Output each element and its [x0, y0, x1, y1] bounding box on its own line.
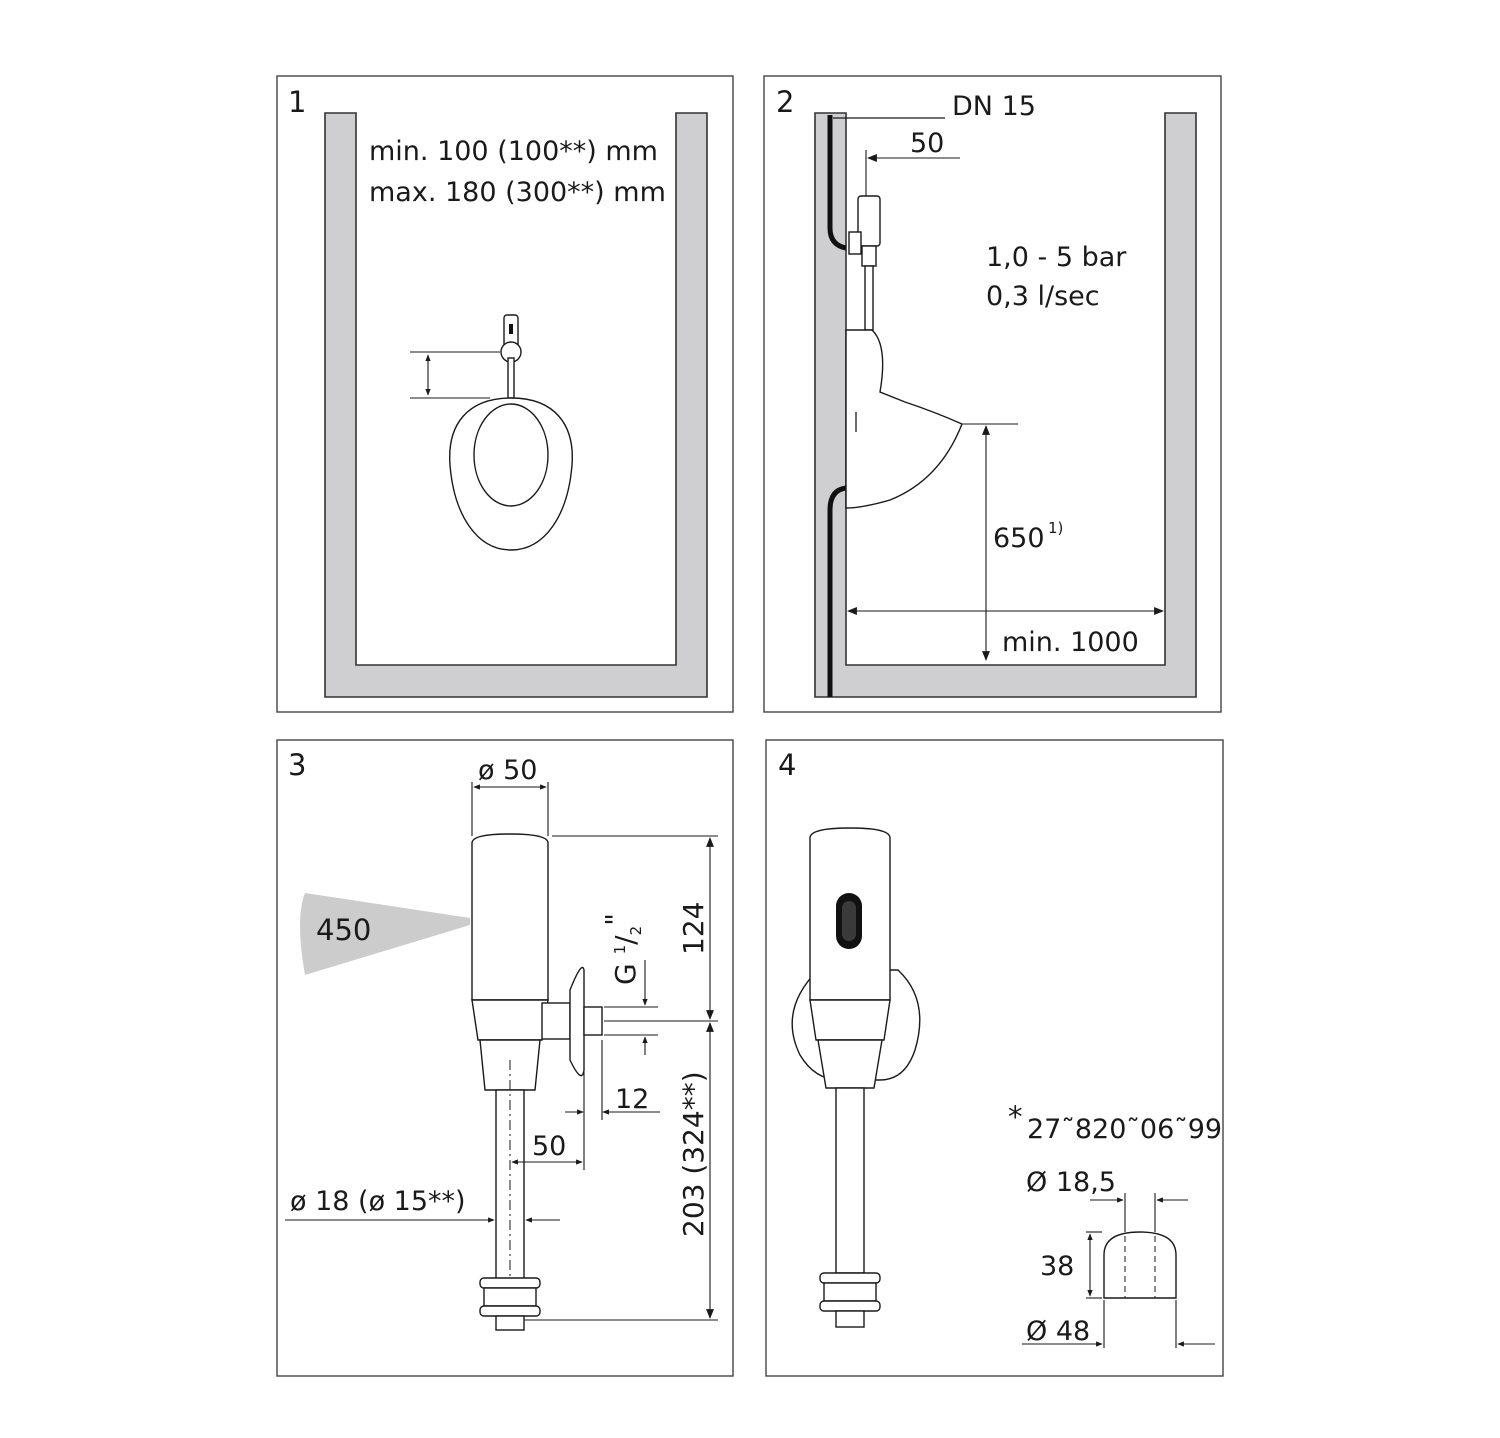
panel-2-wall-niche — [814, 112, 1197, 698]
valve-cone — [861, 245, 877, 267]
side-connector — [541, 1002, 571, 1040]
pipe-end — [835, 1310, 865, 1328]
wall-rosette — [569, 966, 585, 1077]
valve-housing — [471, 833, 549, 1001]
panel-1-wall-niche — [324, 112, 708, 698]
sensor-lens — [842, 901, 856, 941]
panel-3-number: 3 — [288, 748, 306, 782]
panel-3-pipe-diameter: ø 18 (ø 15**) — [290, 1186, 466, 1217]
panel-4-star: * — [1008, 1100, 1023, 1134]
panel-2-supply-pipe — [827, 115, 847, 251]
flush-pipe — [864, 265, 874, 331]
panel-4-height: 38 — [1040, 1251, 1074, 1282]
valve-connector — [848, 231, 862, 255]
svg-text:G 1/2": G 1/2" — [599, 913, 645, 985]
union-nut-bottom — [819, 1300, 881, 1312]
panel-3-dia-top: ø 50 — [478, 755, 537, 786]
panel-2-min-width: min. 1000 — [1002, 627, 1139, 658]
panel-2-drain-pipe — [827, 485, 847, 697]
panel-4-valve-front — [791, 827, 921, 1328]
flush-pipe — [507, 357, 515, 399]
panel-2-offset: 50 — [910, 128, 944, 159]
thread-denominator: 2 — [627, 926, 645, 936]
panel-3-upper-height: 124 — [677, 902, 710, 955]
thread-g: G — [609, 954, 642, 985]
thread-nipple — [583, 1006, 603, 1036]
panel-4-inner-diameter: Ø 18,5 — [1026, 1167, 1116, 1198]
panel-1-number: 1 — [288, 85, 306, 119]
thread-inch: " — [599, 913, 632, 926]
sensor-window — [509, 324, 513, 334]
panel-1-min-distance: min. 100 (100**) mm — [369, 136, 658, 167]
union-nut-top — [819, 1272, 881, 1284]
panel-3-gap: 12 — [615, 1084, 649, 1115]
panel-3-offset: 50 — [532, 1131, 566, 1162]
panel-3-sensor-range: 450 — [316, 913, 371, 947]
panel-3-lower-height: 203 (324**) — [677, 1071, 710, 1237]
panel-3: 3 ø 50 450 124 203 (324**) — [276, 739, 734, 1377]
panel-2-pipe-size: DN 15 — [952, 91, 1036, 122]
valve-lower-body — [809, 999, 891, 1041]
union-body — [823, 1282, 877, 1302]
panel-2-rim-height: 650 — [993, 523, 1045, 554]
thread-numerator: 1 — [611, 945, 629, 955]
panel-1-max-distance: max. 180 (300**) mm — [369, 177, 666, 208]
panel-3-thread-size: G 1/2" — [599, 913, 645, 985]
urinal-inner — [473, 403, 549, 507]
valve-cone — [817, 1039, 883, 1089]
panel-2-pressure: 1,0 - 5 bar — [986, 242, 1127, 273]
union-nut-top — [479, 1277, 541, 1289]
panel-1-urinal-front — [449, 314, 573, 551]
panel-3-sensor-cone — [300, 893, 470, 975]
panel-4-number: 4 — [778, 748, 796, 782]
panel-2-urinal-side — [845, 329, 963, 509]
panel-2-flow-rate: 0,3 l/sec — [986, 281, 1100, 312]
panel-1: 1 min. 100 (100**) mm max. 180 (300**) m… — [276, 75, 734, 713]
union-body — [483, 1287, 537, 1307]
panel-3-valve-front — [471, 833, 603, 1331]
panel-4-adapter-cap — [1103, 1231, 1177, 1299]
panel-4-outer-diameter: Ø 48 — [1026, 1316, 1090, 1347]
union-nut-bottom — [479, 1305, 541, 1317]
panel-2-footnote: 1) — [1048, 519, 1063, 537]
panel-2: 2 DN 15 50 1,0 - 5 bar 0,3 l/sec 650 1) … — [763, 75, 1222, 713]
pipe-end — [495, 1315, 525, 1331]
thread-slash: / — [609, 935, 642, 945]
panel-4: 4 * 27˜820˜06˜99 Ø 18,5 38 — [765, 739, 1224, 1377]
panel-4-part-number: 27˜820˜06˜99 — [1027, 1114, 1222, 1145]
flush-pipe — [835, 1087, 865, 1274]
valve-lower-body — [471, 999, 549, 1041]
panel-2-number: 2 — [776, 85, 794, 119]
